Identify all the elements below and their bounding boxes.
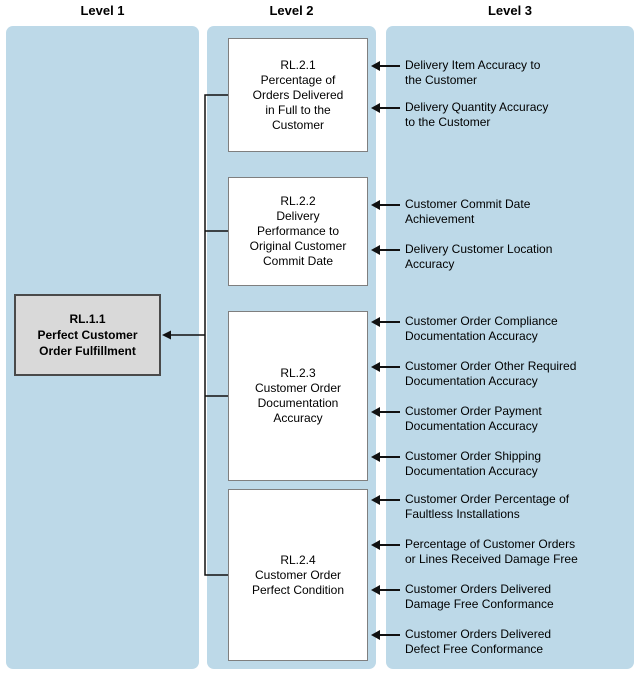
level3-item-label-line: or Lines Received Damage Free [405, 552, 578, 566]
metric-name-line: Perfect Condition [251, 582, 345, 597]
left-arrow-icon [371, 58, 405, 73]
metric-name-line: Delivery [276, 209, 320, 223]
metric-name-line: Performance to [256, 224, 340, 238]
level3-item: Delivery Item Accuracy to the Customer [371, 58, 540, 88]
level3-item-label-line: Documentation Accuracy [405, 464, 538, 478]
level3-item: Customer Commit Date Achievement [371, 197, 530, 227]
left-arrow-icon [371, 492, 405, 507]
metric-name-line: Orders Delivered [252, 87, 344, 102]
level3-item-label-line: Documentation Accuracy [405, 374, 538, 388]
level3-item: Customer Order Shipping Documentation Ac… [371, 449, 541, 479]
metric-name-line: Documentation [257, 396, 339, 410]
level3-item: Customer Order Compliance Documentation … [371, 314, 558, 344]
level2-header: Level 2 [269, 3, 314, 18]
level3-item: Customer Order Payment Documentation Acc… [371, 404, 542, 434]
level3-item-label-line: Customer Order Other Required [405, 359, 577, 373]
metric-name-line: Order Fulfillment [39, 344, 136, 358]
level3-item-label-line: Accuracy [405, 257, 455, 271]
left-arrow-icon [371, 582, 405, 597]
level3-item: Delivery Quantity Accuracy to the Custom… [371, 100, 548, 130]
level3-item-label-line: the Customer [405, 73, 478, 87]
level3-header: Level 3 [487, 3, 533, 18]
level3-item-label-line: Customer Order Shipping [405, 449, 542, 463]
left-arrow-icon [371, 537, 405, 552]
level3-item-label-line: Delivery Quantity Accuracy [405, 100, 549, 114]
level3-item: Customer Order Other Required Documentat… [371, 359, 576, 389]
level3-item-label-line: Damage Free Conformance [405, 597, 554, 611]
left-arrow-icon [371, 359, 405, 374]
metric-code: RL.2.1 [280, 57, 316, 72]
metric-name-line: Percentage of [260, 72, 336, 87]
level3-item-label-line: to the Customer [405, 115, 491, 129]
metric-name-line: Original Customer [249, 239, 347, 253]
level3-item-label-line: Achievement [405, 212, 475, 226]
level3-item-label-line: Defect Free Conformance [405, 642, 544, 656]
metric-code: RL.1.1 [69, 312, 106, 326]
level3-item-label-line: Documentation Accuracy [405, 329, 538, 343]
level3-item-label-line: Customer Orders Delivered [405, 627, 552, 641]
metric-code: RL.2.3 [280, 366, 316, 380]
level3-item: Delivery Customer Location Accuracy [371, 242, 552, 272]
level3-item-label-line: Documentation Accuracy [405, 419, 538, 433]
level3-item-label-line: Customer Commit Date [405, 197, 531, 211]
level1-header: Level 1 [80, 3, 125, 18]
level3-item-label-line: Customer Orders Delivered [405, 582, 552, 596]
level3-item-label-line: Customer Order Payment [405, 404, 542, 418]
metric-name-line: in Full to the [265, 102, 331, 117]
metric-name-line: Customer Order [254, 567, 342, 582]
level2-box-rl22: RL.2.2 Delivery Performance to Original … [228, 177, 368, 286]
metric-name-line: Customer [271, 117, 324, 132]
level3-item-label-line: Percentage of Customer Orders [405, 537, 576, 551]
level3-item: Customer Orders Delivered Damage Free Co… [371, 582, 554, 612]
metric-code: RL.2.2 [280, 194, 316, 208]
level2-box-rl21: RL.2.1 Percentage of Orders Delivered in… [228, 38, 368, 152]
level3-item: Percentage of Customer Orders or Lines R… [371, 537, 578, 567]
level2-box-rl24: RL.2.4 Customer Order Perfect Condition [228, 489, 368, 661]
level3-item: Customer Order Percentage of Faultless I… [371, 492, 569, 522]
metric-code: RL.2.4 [280, 552, 316, 567]
metric-name-line: Customer Order [254, 381, 342, 395]
level3-item-label-line: Customer Order Compliance [405, 314, 558, 328]
level3-item-label-line: Customer Order Percentage of [405, 492, 570, 506]
metric-name-line: Accuracy [273, 411, 323, 425]
level3-item: Customer Orders Delivered Defect Free Co… [371, 627, 551, 657]
left-arrow-icon [371, 314, 405, 329]
level3-panel [386, 26, 634, 669]
level1-box: RL.1.1 Perfect Customer Order Fulfillmen… [14, 294, 161, 376]
metric-name-line: Commit Date [262, 254, 333, 268]
left-arrow-icon [371, 627, 405, 642]
level3-item-label-line: Delivery Customer Location [405, 242, 553, 256]
metric-name-line: Perfect Customer [37, 328, 138, 342]
left-arrow-icon [371, 197, 405, 212]
left-arrow-icon [371, 449, 405, 464]
left-arrow-icon [371, 242, 405, 257]
level3-item-label-line: Delivery Item Accuracy to [405, 58, 541, 72]
left-arrow-icon [371, 100, 405, 115]
level3-item-label-line: Faultless Installations [405, 507, 520, 521]
level2-box-rl23: RL.2.3 Customer Order Documentation Accu… [228, 311, 368, 481]
left-arrow-icon [371, 404, 405, 419]
